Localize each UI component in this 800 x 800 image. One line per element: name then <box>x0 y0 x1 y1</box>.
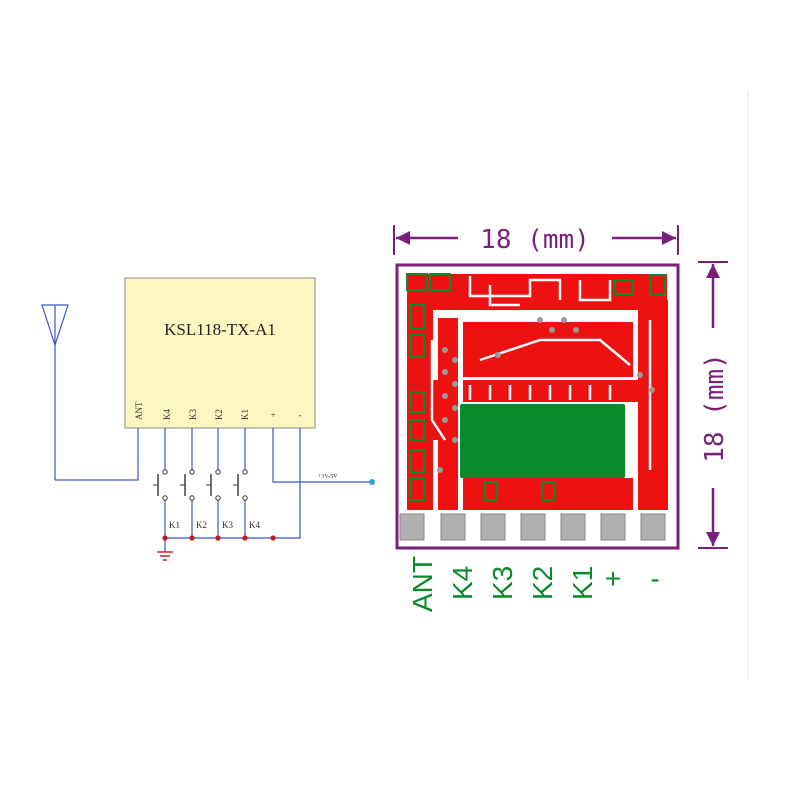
switch-k4 <box>233 469 248 501</box>
pcb-bottom-pads <box>399 513 666 541</box>
pad-label-plus: + <box>605 563 621 594</box>
pin-label-k1: K1 <box>240 409 250 420</box>
pcb-drawing: 18 (mm) 18 (mm) <box>393 225 730 612</box>
pcb-vias <box>437 317 655 473</box>
switch-k2 <box>180 469 195 501</box>
power-terminal-icon <box>369 479 375 485</box>
pad-label-k2: K2 <box>527 566 558 600</box>
junction-dots <box>162 535 276 541</box>
ground-icon <box>157 551 173 561</box>
switch-label-k4: K4 <box>249 520 260 530</box>
pcb-chip <box>460 404 625 478</box>
pin-label-k3: K3 <box>188 409 198 420</box>
pad-label-k1: K1 <box>567 566 598 600</box>
pin-label-minus: - <box>299 410 302 420</box>
schematic: KSL118-TX-A1 ANT K4 K3 K2 K1 + - <box>41 277 375 561</box>
switch-k3 <box>206 469 221 501</box>
pcb-green-pads <box>406 273 666 501</box>
switch-label-k2: K2 <box>196 520 207 530</box>
pad-label-minus: - <box>650 563 659 594</box>
antenna-icon <box>41 304 69 480</box>
switch-k1 <box>153 469 168 501</box>
switch-label-k1: K1 <box>169 520 180 530</box>
pcb-traces <box>430 276 652 470</box>
power-label: +3V-5V <box>318 474 338 480</box>
pin-label-plus: + <box>270 410 275 420</box>
pin-label-k2: K2 <box>214 409 224 420</box>
pin-label-ant: ANT <box>134 401 144 420</box>
module-name: KSL118-TX-A1 <box>164 320 276 339</box>
width-label: 18 (mm) <box>480 225 590 255</box>
pin-label-k4: K4 <box>162 409 172 420</box>
width-dimension <box>393 225 679 255</box>
height-label: 18 (mm) <box>700 353 730 463</box>
pad-label-ant: ANT <box>407 556 438 612</box>
module-box <box>124 277 316 429</box>
switch-label-k3: K3 <box>222 520 233 530</box>
height-dimension <box>698 261 728 549</box>
pad-label-k3: K3 <box>487 566 518 600</box>
wires <box>55 428 370 552</box>
pad-label-k4: K4 <box>447 566 478 600</box>
